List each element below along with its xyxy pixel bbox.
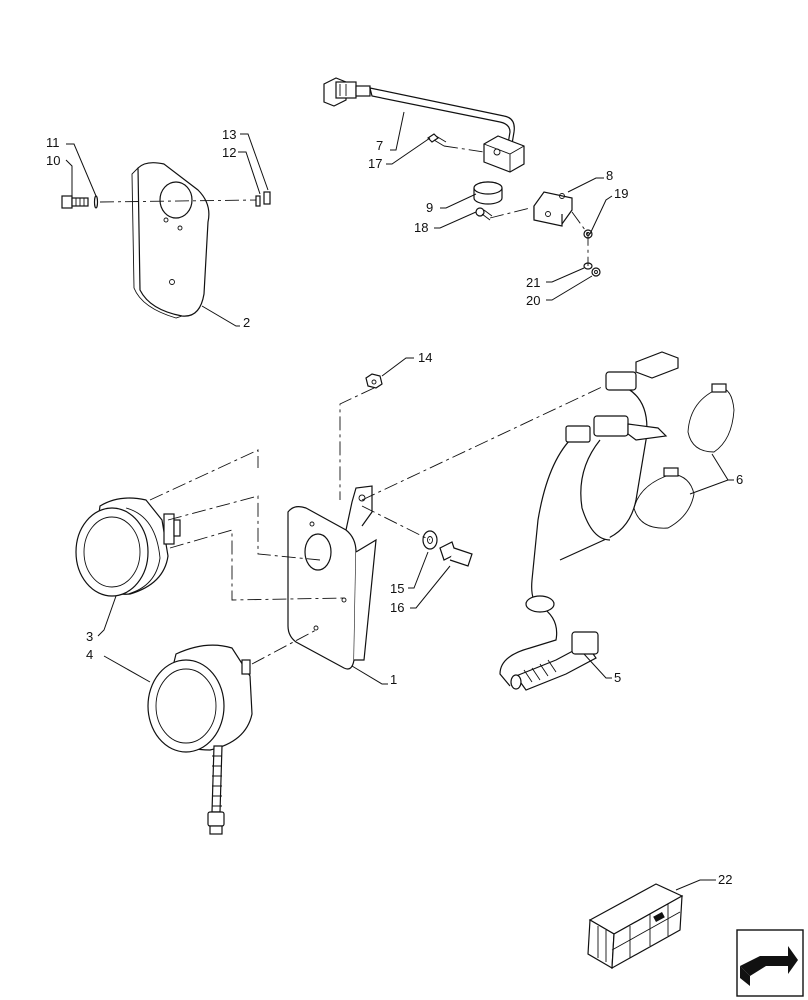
callout-7: 7 (376, 138, 383, 153)
callout-16: 16 (390, 600, 404, 615)
callout-3: 3 (86, 629, 93, 644)
callout-5: 5 (614, 670, 621, 685)
callout-15: 15 (390, 581, 404, 596)
callout-4: 4 (86, 647, 93, 662)
screw-part-18 (475, 207, 493, 221)
cable-connector (323, 77, 371, 107)
cable-mount-block (483, 135, 525, 173)
callout-1: 1 (390, 672, 397, 687)
callout-9: 9 (426, 200, 433, 215)
callout-8: 8 (606, 168, 613, 183)
nut-part-12-13 (255, 191, 271, 207)
callout-14: 14 (418, 350, 432, 365)
callout-2: 2 (243, 315, 250, 330)
callout-11: 11 (46, 135, 60, 150)
callout-12: 12 (222, 145, 236, 160)
bolt-part-10 (61, 195, 89, 209)
callout-leaders (65, 111, 734, 891)
callout-6: 6 (736, 472, 743, 487)
crate-icon (587, 883, 684, 970)
cable-tie-part-6 (633, 383, 735, 529)
bolt-part-16 (439, 541, 473, 567)
lamp-bracket-part-1 (287, 485, 377, 670)
callout-22: 22 (718, 872, 732, 887)
next-page-arrow-icon[interactable] (736, 929, 804, 997)
bracket-part-8 (533, 191, 573, 227)
callout-21: 21 (526, 275, 540, 290)
lamp-part-3 (75, 497, 181, 597)
spacer-part-9 (473, 181, 503, 205)
callout-labels: 1 2 3 4 5 6 7 8 9 10 11 12 13 14 15 16 1… (46, 127, 743, 887)
nut-part-14 (365, 373, 383, 389)
callout-10: 10 (46, 153, 60, 168)
mounting-plate-part-2 (61, 162, 271, 319)
main-lamp-assembly (75, 351, 735, 835)
callout-17: 17 (368, 156, 382, 171)
callout-19: 19 (614, 186, 628, 201)
cable-with-bracket-assembly (323, 77, 601, 277)
callout-13: 13 (222, 127, 236, 142)
screw-part-17 (427, 133, 447, 147)
nut-part-20 (591, 267, 601, 277)
callout-20: 20 (526, 293, 540, 308)
washer-part-11 (93, 195, 99, 209)
lamp-part-4 (147, 644, 253, 835)
callout-18: 18 (414, 220, 428, 235)
wire-harness-part-5 (499, 351, 679, 691)
